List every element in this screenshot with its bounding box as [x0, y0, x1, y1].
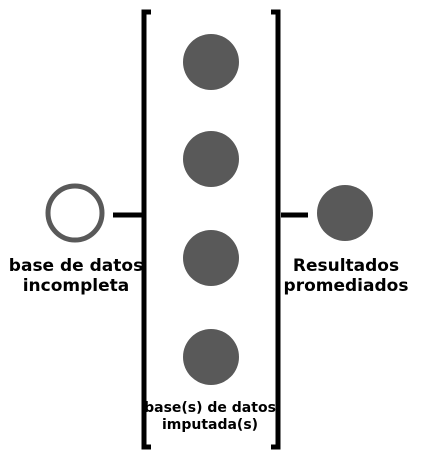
imputed-dataset-node-2	[183, 131, 239, 187]
imputed-datasets-label-line2: imputada(s)	[161, 416, 259, 433]
pooled-results-node	[317, 185, 373, 241]
pooled-results-label-line1: Resultados	[292, 256, 400, 276]
left-bracket	[141, 9, 151, 450]
imputed-dataset-node-4	[183, 329, 239, 385]
pooled-results-label-line2: promediados	[283, 276, 409, 297]
incomplete-database-label: base de datos incompleta	[0, 256, 152, 297]
imputed-datasets-label-line1: base(s) de datos	[144, 400, 276, 416]
pooled-results-label: Resultados promediados	[278, 256, 414, 297]
imputed-dataset-node-1	[183, 34, 239, 90]
imputed-datasets-label: base(s) de datos imputada(s)	[140, 400, 280, 434]
incomplete-database-label-line1: base de datos	[8, 256, 144, 276]
right-bracket	[271, 9, 281, 450]
imputed-dataset-node-3	[183, 230, 239, 286]
incomplete-database-node	[45, 183, 105, 243]
incomplete-database-label-line2: incompleta	[22, 276, 130, 297]
